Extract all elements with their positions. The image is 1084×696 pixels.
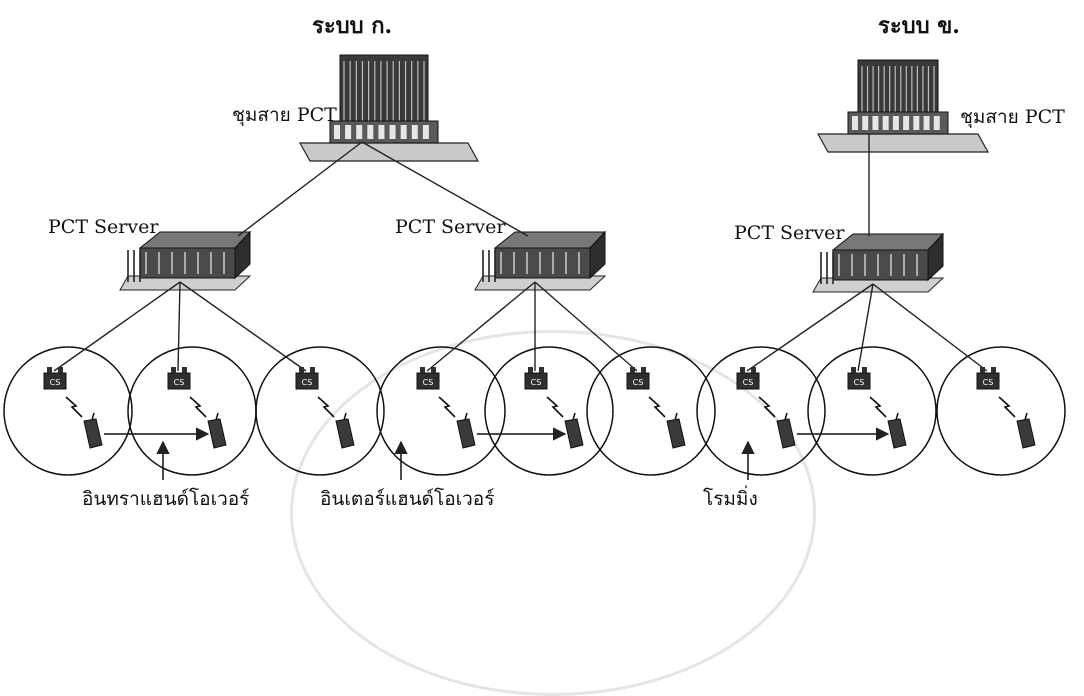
cell-7 [696,346,826,476]
intra-handover-label: อินทราแฮนด์โอเวอร์ [82,488,250,510]
link-server-2-cell-4 [426,281,536,372]
handset-5-icon [564,412,584,449]
pct-server-2-icon [474,230,607,291]
cell-9 [936,346,1066,476]
server-1-label: PCT Server [48,216,159,238]
system-a-title: ระบบ ก. [312,13,393,39]
lightning-9-icon [998,396,1016,418]
cell-station-4-icon: CS [416,367,440,390]
svg-text:CS: CS [531,378,542,387]
handset-7-icon [776,412,796,449]
lightning-1-icon [65,396,83,418]
handset-8-icon [887,412,907,449]
lightning-8-icon [869,396,887,418]
handset-1-icon [83,412,103,449]
link-server-2-cell-6 [534,281,638,372]
handset-9-icon [1016,412,1036,449]
cell-station-6-icon: CS [626,367,650,390]
cell-3 [255,346,385,476]
svg-text:CS: CS [854,378,865,387]
lightning-3-icon [317,396,335,418]
hub-b-label: ชุมสาย PCT [960,106,1065,128]
server-3-label: PCT Server [734,222,845,244]
handset-2-icon [207,412,227,449]
lightning-2-icon [189,396,207,418]
pct-network-diagram: CS CS CS CS CS CS CS CS CS ระบบ ก. ระบบ ข. ชุมสา… [3,13,1066,696]
svg-text:CS: CS [983,378,994,387]
link-server-3-cell-8 [857,283,874,372]
svg-text:CS: CS [302,378,313,387]
link-hub-a-server-2 [361,141,529,237]
svg-text:CS: CS [174,378,185,387]
cell-station-5-icon: CS [524,367,548,390]
exchange-building-b-icon [816,59,990,153]
lightning-5-icon [546,396,564,418]
link-server-3-cell-9 [872,283,988,372]
svg-text:CS: CS [743,378,754,387]
cell-station-2-icon: CS [167,367,191,390]
diagram-canvas: CS CS CS CS CS CS CS CS CS [3,54,1066,480]
pct-server-1-icon [119,230,252,291]
link-server-1-cell-1 [53,281,181,372]
cell-4 [376,346,506,476]
cell-5 [484,346,614,476]
pct-server-3-icon [812,232,945,293]
lightning-4-icon [438,396,456,418]
cell-station-8-icon: CS [847,367,871,390]
lightning-6-icon [648,396,666,418]
exchange-building-a-icon [298,54,480,162]
cell-2 [127,346,257,476]
handset-3-icon [335,412,355,449]
link-server-1-cell-2 [177,281,181,372]
handset-4-icon [456,412,476,449]
svg-text:CS: CS [50,378,61,387]
server-2-label: PCT Server [395,216,506,238]
lightning-7-icon [758,396,776,418]
cell-8 [807,346,937,476]
link-hub-a-server-1 [237,141,363,237]
cell-station-7-icon: CS [736,367,760,390]
svg-text:CS: CS [633,378,644,387]
cell-1 [3,346,133,476]
cell-6 [586,346,716,476]
cell-station-9-icon: CS [976,367,1000,390]
svg-text:CS: CS [423,378,434,387]
hub-a-label: ชุมสาย PCT [232,104,337,126]
handset-6-icon [666,412,686,449]
inter-handover-label: อินเตอร์แฮนด์โอเวอร์ [320,488,495,510]
link-server-3-cell-7 [746,283,874,372]
cell-station-1-icon: CS [43,367,67,390]
cell-station-3-icon: CS [295,367,319,390]
roaming-label: โรมมิ่ง [703,488,758,510]
link-server-1-cell-3 [179,281,307,372]
system-b-title: ระบบ ข. [878,13,960,39]
